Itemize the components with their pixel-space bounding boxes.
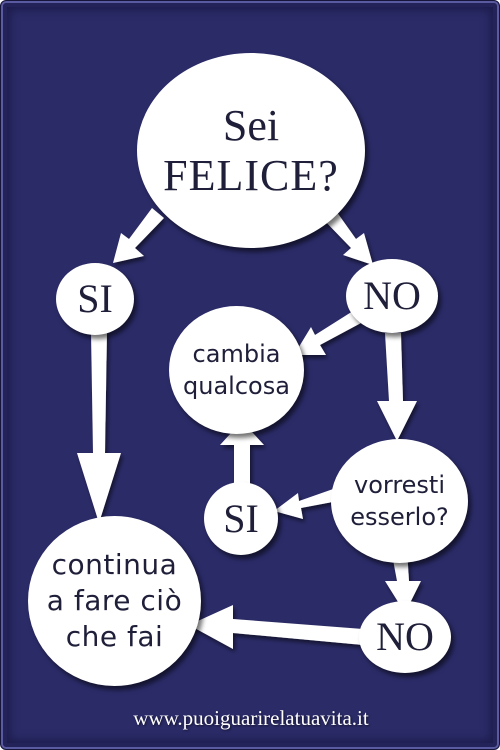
question-line-1: Sei [222,100,280,150]
keep-going-node: continua a fare ciò che fai [28,516,201,686]
would-you-like-node: vorresti esserlo? [331,439,468,563]
arrow-no-to-want [377,333,417,441]
would-you-like-label: vorresti esserlo? [350,471,449,531]
website-url: www.puoiguarirelatuavita.it [133,706,369,730]
arrow-si-to-change [220,421,264,487]
second-yes-label: SI [223,495,259,541]
second-no-label: NO [376,614,434,659]
arrow-no-to-continue [189,605,363,649]
arrow-no-to-change [294,311,361,355]
arrow-start-to-no [322,208,373,265]
answer-no-label: NO [363,273,421,318]
second-yes-node: SI [204,482,278,555]
answer-yes-label: SI [77,276,113,321]
arrow-start-to-si [113,208,164,263]
question-node-happy: Sei FELICE? [137,53,365,248]
question-line-2: FELICE? [163,150,339,200]
arrow-want-to-no [385,549,421,613]
answer-no-node: NO [346,259,438,333]
answer-yes-node: SI [56,263,134,335]
keep-going-label: continua a fare ciò che fai [46,548,183,653]
change-something-node: cambia qualcosa [169,306,304,434]
arrow-si-to-continue [77,331,121,523]
second-no-node: NO [359,601,451,673]
change-something-label: cambia qualcosa [183,340,290,400]
arrow-want-to-si [274,488,338,519]
